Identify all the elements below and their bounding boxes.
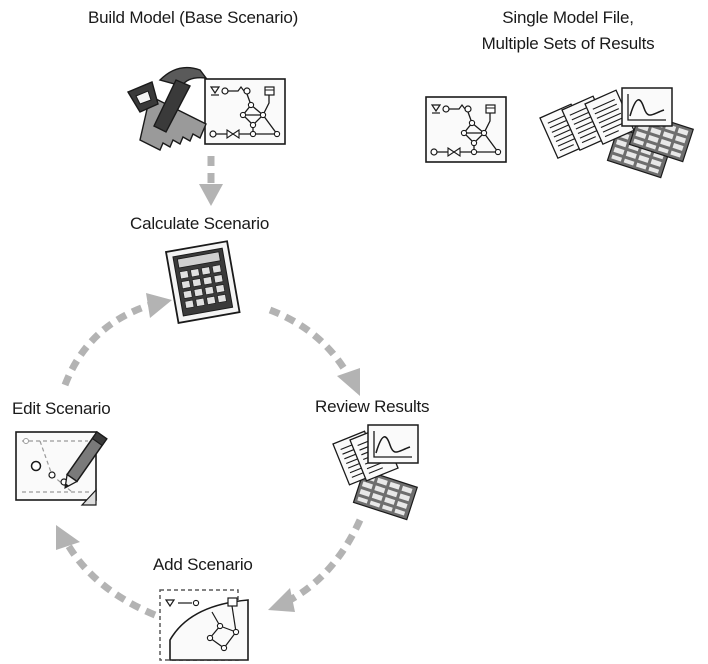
- label-add-scenario: Add Scenario: [153, 555, 253, 574]
- label-calculate-scenario: Calculate Scenario: [130, 214, 270, 233]
- label-build-model: Build Model (Base Scenario): [88, 8, 299, 27]
- label-review-results: Review Results: [315, 397, 430, 416]
- arrow-calculate-to-review: [268, 306, 352, 377]
- arrow-add-to-edit: [64, 543, 157, 619]
- multiple-results-icon: [539, 87, 694, 179]
- workflow-arrows: [61, 156, 364, 619]
- arrowhead-calculate-to-review: [337, 368, 360, 396]
- label-edit-scenario: Edit Scenario: [12, 399, 111, 418]
- arrow-heads: [56, 184, 360, 612]
- arrow-edit-to-calculate: [61, 301, 152, 387]
- label-multiple-sets-results: Multiple Sets of Results: [481, 34, 655, 53]
- label-single-model-file: Single Model File,: [502, 8, 634, 27]
- arrowhead-build-to-calculate: [199, 184, 223, 206]
- results-documents-icon: [332, 424, 419, 521]
- network-model-icon: [425, 96, 507, 163]
- hammer-saw-model-icon: [126, 66, 286, 151]
- arrowhead-review-to-add: [268, 588, 295, 612]
- arrowhead-edit-to-calculate: [146, 293, 172, 318]
- edit-model-pencil-icon: [15, 430, 108, 506]
- calculator-icon: [164, 240, 241, 324]
- arrow-review-to-add: [288, 518, 364, 604]
- arrowhead-add-to-edit: [56, 525, 80, 550]
- add-scenario-model-icon: [159, 589, 249, 661]
